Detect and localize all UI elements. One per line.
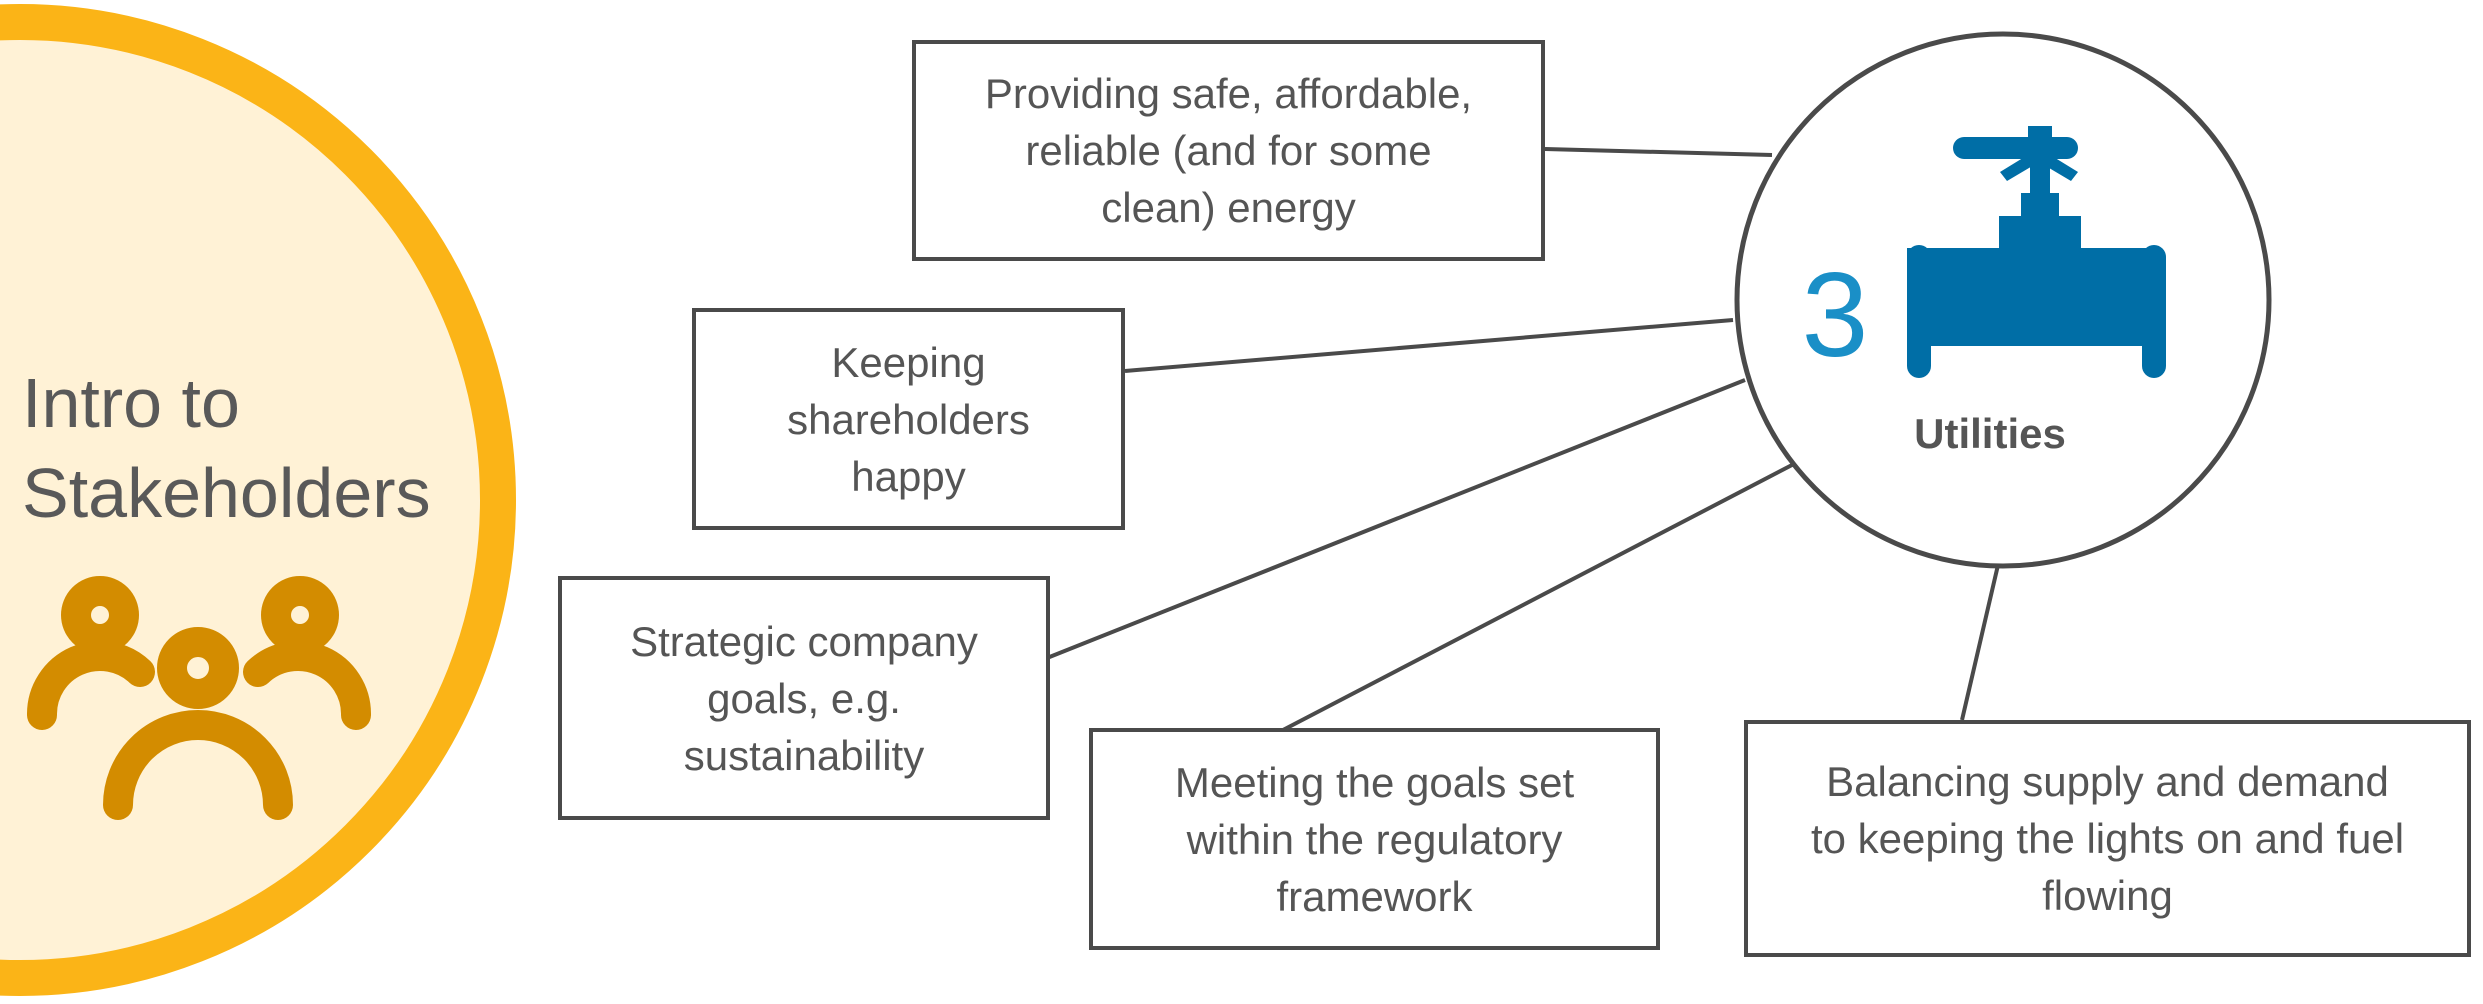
side-panel-circle: [0, 4, 516, 996]
box-regulatory-line-1: Meeting the goals set: [1174, 758, 1575, 806]
hub-number: 3: [1801, 248, 1869, 382]
connector-strategic: [1046, 378, 1746, 660]
box-shareholders-line-3: happy: [851, 452, 966, 500]
connector-shareholders: [1124, 318, 1734, 373]
box-balancing-line-1: Balancing supply and demand: [1826, 758, 2389, 805]
pipe-valve-icon: [1907, 126, 2166, 378]
box-shareholders: Keeping shareholders happy: [692, 308, 1125, 530]
box-balancing-line-2: to keeping the lights on and fuel: [1810, 815, 2405, 862]
box-energy-line-2: reliable (and for some: [1025, 127, 1432, 174]
box-balancing-line-3: flowing: [2042, 872, 2173, 919]
box-regulatory-line-2: within the regulatory: [1186, 815, 1563, 863]
side-panel-title-line-2: Stakeholders: [22, 454, 431, 532]
box-strategic: Strategic company goals, e.g. sustainabi…: [558, 576, 1050, 820]
box-shareholders-line-2: shareholders: [787, 395, 1030, 443]
box-shareholders-line-1: Keeping: [831, 338, 986, 386]
side-panel-title-line-1: Intro to: [22, 364, 240, 442]
box-strategic-line-3: sustainability: [683, 731, 925, 779]
connector-balancing: [1960, 564, 2000, 721]
box-regulatory: Meeting the goals set within the regulat…: [1089, 728, 1660, 950]
connector-energy: [1544, 147, 1773, 157]
people-group-icon: [26, 576, 372, 820]
box-regulatory-line-3: framework: [1276, 872, 1473, 920]
connector-regulatory: [1282, 463, 1793, 732]
box-strategic-line-2: goals, e.g.: [707, 674, 901, 722]
box-energy: Providing safe, affordable, reliable (an…: [912, 40, 1545, 261]
connector-lines: [1046, 147, 2000, 732]
box-strategic-line-1: Strategic company: [630, 617, 978, 665]
hub-label: Utilities: [1914, 410, 2066, 457]
side-panel-title: Intro to Stakeholders: [22, 358, 431, 538]
box-energy-line-1: Providing safe, affordable,: [984, 70, 1473, 117]
box-energy-line-3: clean) energy: [1101, 184, 1356, 231]
box-balancing: Balancing supply and demand to keeping t…: [1744, 720, 2471, 957]
